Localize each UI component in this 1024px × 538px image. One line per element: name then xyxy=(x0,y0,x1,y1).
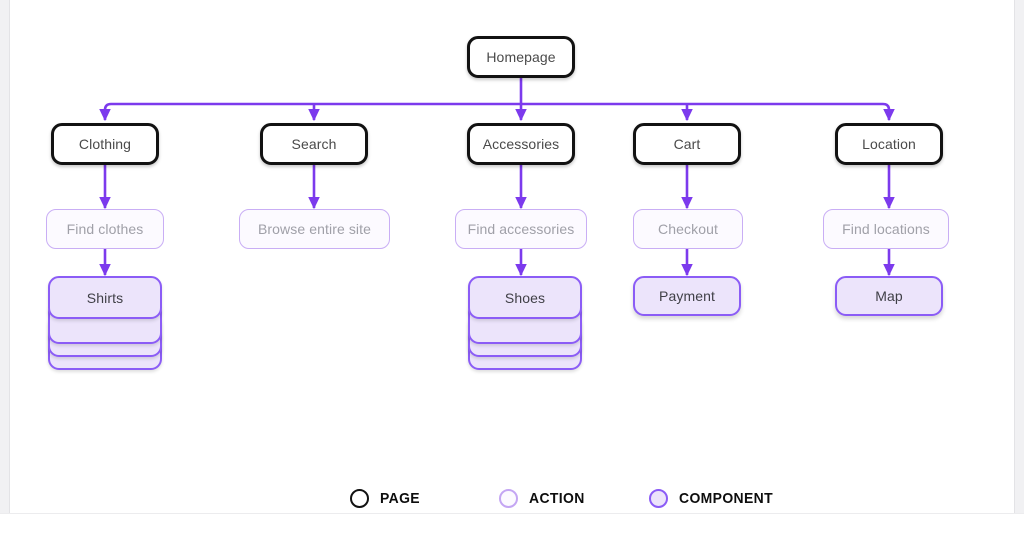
right-gutter xyxy=(1014,0,1024,538)
action-circle-icon xyxy=(499,489,518,508)
node-payment[interactable]: Payment xyxy=(633,276,741,316)
node-find-clothes-label: Find clothes xyxy=(66,221,144,237)
node-payment-label: Payment xyxy=(659,288,715,304)
node-shoes-stack[interactable]: Shoes xyxy=(468,276,582,370)
node-shoes-label: Shoes xyxy=(504,289,546,306)
node-clothing-label: Clothing xyxy=(78,136,132,152)
node-find-locations-label: Find locations xyxy=(842,221,930,237)
bottom-gutter xyxy=(0,513,1024,538)
node-shirts[interactable]: Shirts xyxy=(48,276,162,319)
node-browse-entire-site[interactable]: Browse entire site xyxy=(239,209,390,249)
node-search[interactable]: Search xyxy=(260,123,368,165)
node-clothing[interactable]: Clothing xyxy=(51,123,159,165)
node-checkout[interactable]: Checkout xyxy=(633,209,743,249)
edge-bus xyxy=(99,102,895,122)
node-map[interactable]: Map xyxy=(835,276,943,316)
legend-item-page: PAGE xyxy=(350,489,423,508)
node-search-label: Search xyxy=(291,136,337,152)
legend: PAGE ACTION COMPONENT xyxy=(350,489,780,508)
legend-item-action-label: ACTION xyxy=(529,490,585,507)
node-cart[interactable]: Cart xyxy=(633,123,741,165)
legend-item-action: ACTION xyxy=(499,489,589,508)
node-shirts-label: Shirts xyxy=(86,289,124,306)
component-circle-icon xyxy=(648,489,668,508)
node-location-label: Location xyxy=(862,136,916,152)
node-shoes[interactable]: Shoes xyxy=(468,276,582,319)
node-browse-entire-site-label: Browse entire site xyxy=(257,221,372,237)
node-accessories-label: Accessories xyxy=(482,136,560,152)
node-find-clothes[interactable]: Find clothes xyxy=(46,209,164,249)
node-checkout-label: Checkout xyxy=(658,221,718,237)
node-find-accessories[interactable]: Find accessories xyxy=(455,209,587,249)
legend-item-component-label: COMPONENT xyxy=(678,490,773,507)
node-accessories[interactable]: Accessories xyxy=(467,123,575,165)
node-shirts-stack[interactable]: Shirts xyxy=(48,276,162,370)
node-map-label: Map xyxy=(875,288,903,304)
node-location[interactable]: Location xyxy=(835,123,943,165)
node-homepage[interactable]: Homepage xyxy=(467,36,575,78)
node-homepage-label: Homepage xyxy=(486,49,556,65)
node-cart-label: Cart xyxy=(673,136,701,152)
left-gutter xyxy=(0,0,10,538)
node-find-accessories-label: Find accessories xyxy=(467,221,575,237)
page-circle-icon xyxy=(350,489,369,508)
legend-item-page-label: PAGE xyxy=(380,490,420,507)
legend-item-component: COMPONENT xyxy=(648,489,780,508)
node-find-locations[interactable]: Find locations xyxy=(823,209,949,249)
